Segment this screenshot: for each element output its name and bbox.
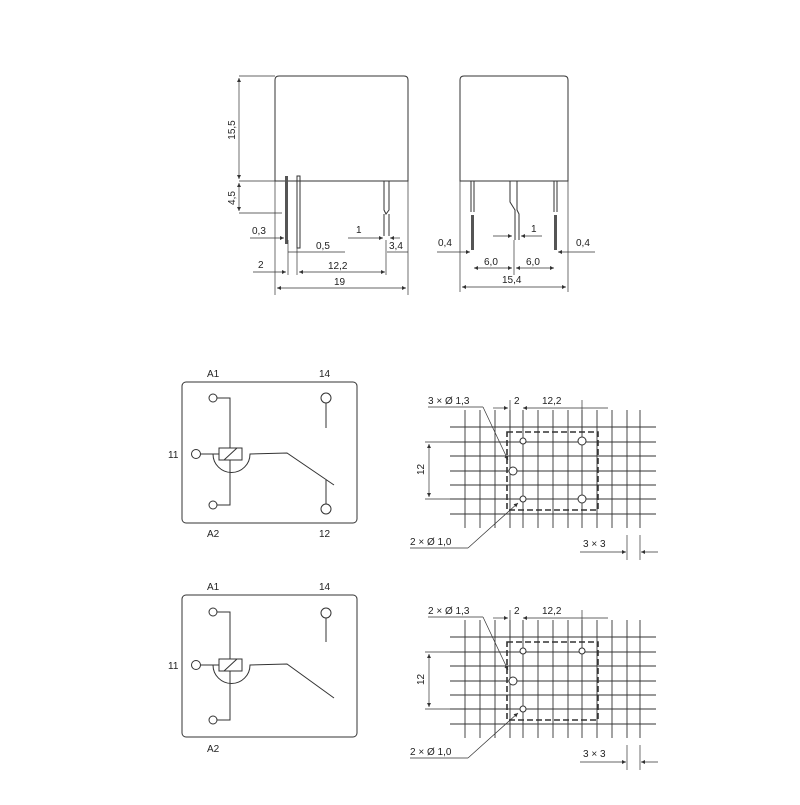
grid-label: 3 × 3 bbox=[583, 749, 606, 760]
footprint-1: 3 × Ø 1,3 2 12,2 12 2 × Ø 1,0 3 × 3 bbox=[410, 396, 658, 560]
schematic-2: A1 14 11 A2 bbox=[168, 582, 358, 755]
dim-width: 15,4 bbox=[502, 275, 522, 286]
terminal-11-label: 11 bbox=[168, 661, 179, 672]
height-label: 12 bbox=[416, 673, 427, 685]
offset-label: 2 bbox=[514, 396, 520, 407]
terminal-14-label: 14 bbox=[319, 369, 331, 380]
dim-pitch-right: 6,0 bbox=[526, 257, 540, 268]
dim-pitch: 12,2 bbox=[328, 261, 348, 272]
hole bbox=[508, 676, 518, 686]
hole bbox=[519, 705, 527, 713]
dim-body-height: 15,5 bbox=[227, 120, 238, 140]
footprint-2: 2 × Ø 1,3 2 12,2 12 2 × Ø 1,0 3 × 3 bbox=[410, 606, 658, 770]
hole bbox=[508, 466, 518, 476]
hole bbox=[519, 647, 527, 655]
holes-large-label: 3 × Ø 1,3 bbox=[428, 396, 470, 407]
dim-mid-pin: 1 bbox=[531, 224, 537, 235]
leader bbox=[467, 712, 519, 759]
leader bbox=[467, 502, 519, 549]
relay-outline bbox=[506, 431, 599, 511]
relay-outline bbox=[506, 641, 599, 721]
terminal-12-label: 12 bbox=[319, 529, 331, 540]
holes-small-label: 2 × Ø 1,0 bbox=[410, 747, 452, 758]
terminal-a2-label: A2 bbox=[207, 529, 220, 540]
terminal-a2-label: A2 bbox=[207, 744, 220, 755]
grid-label: 3 × 3 bbox=[583, 539, 606, 550]
dim-edge-left: 2 bbox=[258, 260, 264, 271]
terminal-a1-label: A1 bbox=[207, 369, 220, 380]
schematic-1: A1 14 11 A2 12 bbox=[168, 369, 358, 540]
front-view: 1 0,4 0,4 6,0 6,0 15,4 bbox=[437, 75, 595, 292]
dim-pin-gap: 0,5 bbox=[316, 241, 330, 252]
height-label: 12 bbox=[416, 463, 427, 475]
pitch-label: 12,2 bbox=[542, 606, 562, 617]
leader bbox=[482, 406, 509, 461]
dim-pin-left: 0,4 bbox=[438, 238, 452, 249]
dim-pin-right: 0,4 bbox=[576, 238, 590, 249]
dim-edge-right: 3,4 bbox=[389, 241, 403, 252]
offset-label: 2 bbox=[514, 606, 520, 617]
hole bbox=[577, 494, 587, 504]
dim-pin-thickness: 0,3 bbox=[252, 226, 266, 237]
dim-pin-height: 4,5 bbox=[227, 191, 238, 205]
side-view: 15,5 4,5 0,3 0,5 1 3,4 2 12,2 19 bbox=[227, 75, 409, 295]
terminal-11-label: 11 bbox=[168, 450, 179, 461]
hole bbox=[577, 436, 587, 446]
hole bbox=[519, 437, 527, 445]
dim-pitch-left: 6,0 bbox=[484, 257, 498, 268]
pitch-label: 12,2 bbox=[542, 396, 562, 407]
terminal-14-label: 14 bbox=[319, 582, 331, 593]
holes-small-label: 2 × Ø 1,0 bbox=[410, 537, 452, 548]
dim-length: 19 bbox=[334, 277, 346, 288]
hole bbox=[519, 495, 527, 503]
terminal-a1-label: A1 bbox=[207, 582, 220, 593]
holes-large-label: 2 × Ø 1,3 bbox=[428, 606, 470, 617]
hole bbox=[578, 647, 586, 655]
leader bbox=[482, 616, 509, 671]
dim-pin-width: 1 bbox=[356, 225, 362, 236]
